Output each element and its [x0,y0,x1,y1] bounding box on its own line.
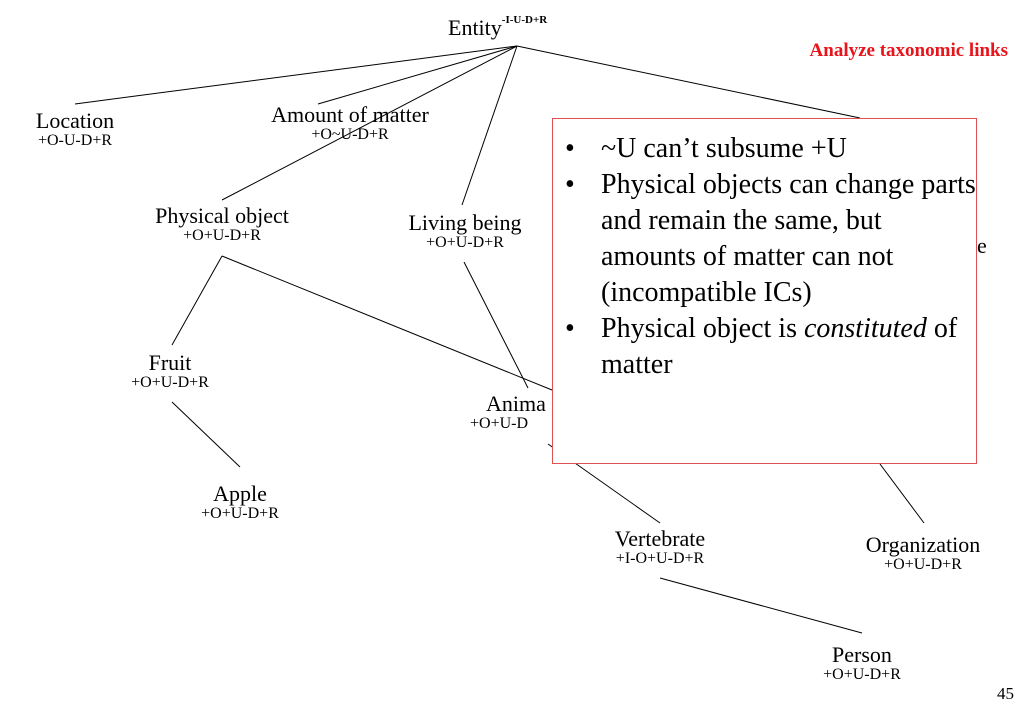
node-living-being-name: Living being [408,210,522,235]
node-organization: Organization +O+U-D+R [848,534,998,573]
node-living-being-props: +O+U-D+R [426,234,504,251]
node-apple: Apple +O+U-D+R [180,483,300,522]
node-location: Location +O-U-D+R [10,110,140,149]
edge-living-being-animal [463,261,529,389]
slide-heading: Analyze taxonomic links [809,40,1008,61]
callout-bullet-1: ~U can’t subsume +U [553,131,976,167]
node-organization-props: +O+U-D+R [884,556,962,573]
edge-entity-physical-object [221,45,518,201]
node-physical-object: Physical object +O+U-D+R [122,205,322,244]
node-partial-label: e [977,233,987,258]
edge-entity-amount-of-matter [317,45,518,105]
callout-bullet-2: Physical objects can change parts and re… [553,167,976,311]
callout-bullet-2-text: Physical objects can change parts and re… [601,169,976,308]
edge-entity-location [74,45,518,105]
node-amount-of-matter-name: Amount of matter [271,102,429,127]
node-living-being: Living being +O+U-D+R [390,212,540,251]
slide-number: 45 [997,684,1014,703]
callout-bullet-3-emphasis: constituted [803,313,927,344]
node-location-props: +O-U-D+R [37,132,113,149]
node-apple-name: Apple [213,481,267,506]
callout-bullet-3-text-after: of matter [601,313,958,380]
callout-bullet-1-text: ~U can’t subsume +U [601,133,847,164]
node-animal-props: +O+U-D [470,415,529,432]
callout-box: ~U can’t subsume +U Physical objects can… [552,118,977,464]
node-location-name: Location [35,108,115,133]
node-vertebrate: Vertebrate +I-O+U-D+R [590,528,730,567]
node-entity-name: Entity [448,15,502,40]
callout-bullet-list: ~U can’t subsume +U Physical objects can… [553,119,976,383]
edge-hidden-organization [879,463,925,524]
node-physical-object-props: +O+U-D+R [183,227,261,244]
node-amount-of-matter: Amount of matter +O~U-D+R [240,104,460,143]
node-person: Person +O+U-D+R [800,644,924,683]
node-amount-of-matter-props: +O~U-D+R [311,126,389,143]
node-animal: Anima +O+U-D [470,393,546,432]
node-entity-props: -I-U-D+R [501,14,548,26]
callout-bullet-3: Physical object is constituted of matter [553,311,976,383]
node-physical-object-name: Physical object [155,203,289,228]
node-organization-name: Organization [865,532,981,557]
node-vertebrate-name: Vertebrate [614,526,706,551]
edge-entity-hidden-node [516,45,861,119]
edge-physical-object-fruit [171,255,223,346]
callout-bullet-3-text-before: Physical object is [601,313,804,344]
edge-fruit-apple [171,401,241,468]
node-fruit: Fruit +O+U-D+R [110,352,230,391]
node-fruit-name: Fruit [148,350,192,375]
node-apple-props: +O+U-D+R [201,505,279,522]
node-person-name: Person [832,642,892,667]
node-vertebrate-props: +I-O+U-D+R [615,550,705,567]
edge-physical-object-animal [221,255,553,391]
node-person-props: +O+U-D+R [823,666,901,683]
node-entity: Entity-I-U-D+R [448,14,548,40]
edge-vertebrate-person [659,577,863,634]
node-animal-name: Anima [486,391,546,416]
node-fruit-props: +O+U-D+R [131,374,209,391]
edge-entity-living-being [461,45,518,206]
